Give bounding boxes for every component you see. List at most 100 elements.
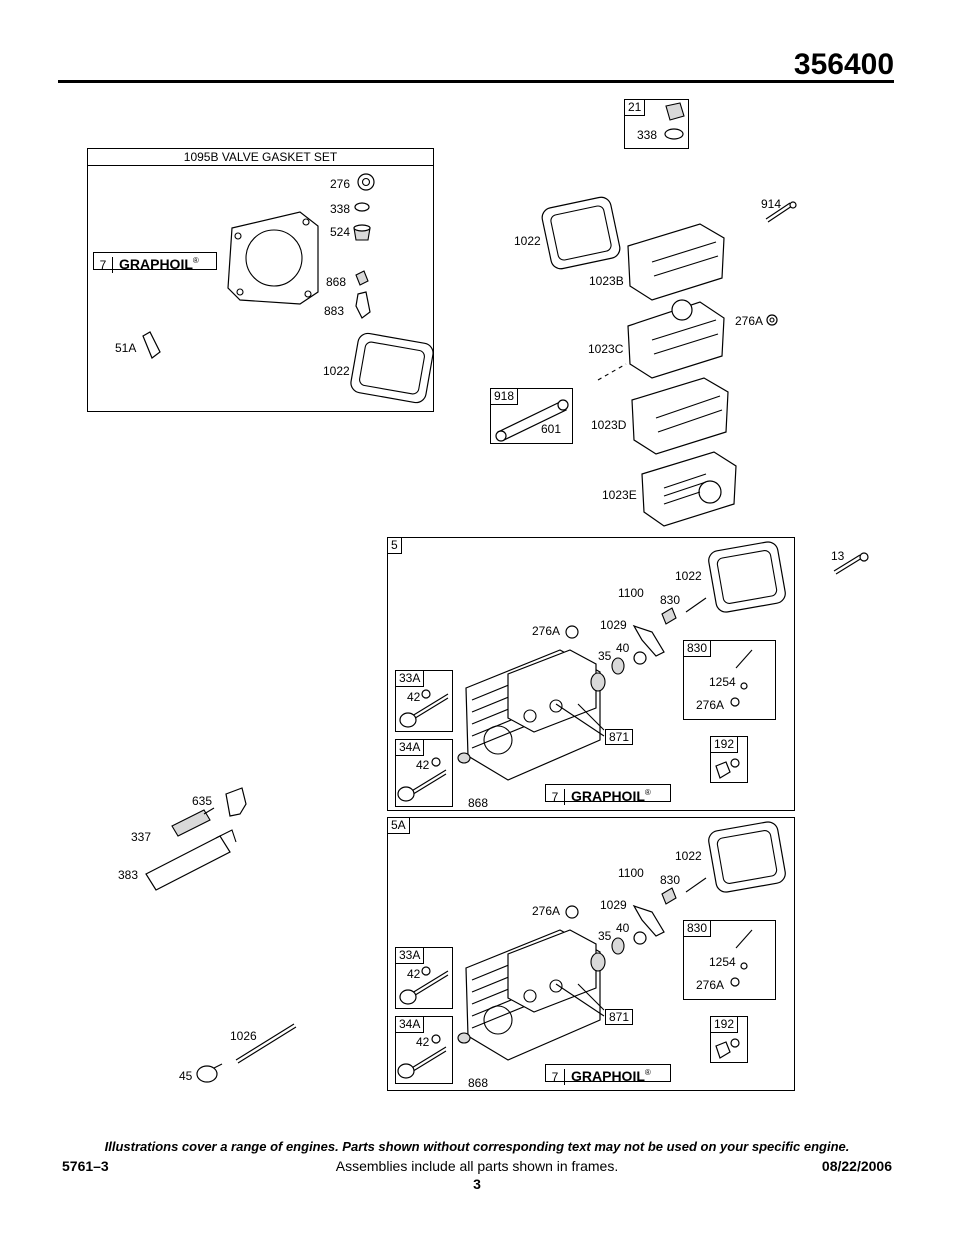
- header-rule: [58, 80, 894, 83]
- label-868: 868: [326, 275, 347, 289]
- nut-icon: [715, 761, 731, 779]
- valve-retainer-icon: [633, 651, 647, 665]
- a5-kit-34a-label: 42: [416, 758, 430, 772]
- a5-registered-mark: ®: [644, 788, 651, 797]
- a5a-kit-830: 830: [683, 920, 776, 1000]
- gasket-icon: [227, 211, 319, 305]
- registered-mark: ®: [192, 256, 199, 265]
- valve-cover-icon: [627, 223, 725, 301]
- a5a-kit-34a: 34A: [395, 1016, 453, 1084]
- valve-cover-icon: [627, 299, 725, 379]
- valve-cover-gasket-icon: [541, 196, 621, 270]
- a5-kit-830-1254: 1254: [709, 675, 736, 689]
- label-1022-loose: 1022: [514, 234, 541, 248]
- label-883: 883: [324, 304, 345, 318]
- valve-cover-icon: [631, 377, 729, 455]
- a5a-graphoil-number: 7: [546, 1068, 565, 1085]
- label-1023c: 1023C: [588, 342, 624, 356]
- label-276a-loose: 276A: [735, 314, 764, 328]
- doc-number: 5761–3: [62, 1158, 109, 1174]
- a5a-label-868: 868: [468, 1076, 489, 1090]
- valve-seal-icon: [355, 291, 371, 319]
- valve-icon: [409, 769, 447, 797]
- a5a-kit-33a-number: 33A: [396, 948, 425, 964]
- label-1026: 1026: [230, 1029, 257, 1043]
- spark-plug-boot-icon: [225, 787, 247, 817]
- a5-kit-33a: 33A: [395, 670, 453, 732]
- a5-kit-192: 192: [710, 736, 748, 783]
- assemblies-note: Assemblies include all parts shown in fr…: [335, 1158, 619, 1174]
- graphoil-text: GRAPHOIL: [119, 255, 193, 272]
- a5a-label-35: 35: [598, 929, 612, 943]
- a5a-kit-192: 192: [710, 1016, 748, 1063]
- spring-icon: [590, 952, 606, 972]
- label-914: 914: [761, 197, 782, 211]
- a5-kit-830-number: 830: [684, 641, 712, 657]
- washer-icon: [565, 625, 579, 639]
- label-276: 276: [330, 177, 351, 191]
- a5a-kit-33a: 33A: [395, 947, 453, 1009]
- label-338: 338: [330, 202, 351, 216]
- page-number: 3: [473, 1176, 481, 1192]
- label-338-kit21: 338: [637, 128, 658, 142]
- label-635: 635: [192, 794, 213, 808]
- a5-graphoil-text: GRAPHOIL: [571, 787, 645, 804]
- a5-label-276a: 276A: [532, 624, 561, 638]
- a5a-label-40: 40: [616, 921, 630, 935]
- spring-icon: [611, 657, 625, 675]
- a5a-label-276a: 276A: [532, 904, 561, 918]
- a5-label-868: 868: [468, 796, 489, 810]
- rocker-arm-icon: [632, 624, 665, 657]
- oil-fill-cap-icon: [664, 102, 685, 140]
- a5a-graphoil-label: 7 GRAPHOIL®: [545, 1064, 671, 1085]
- washer-icon: [565, 905, 579, 919]
- breather-tube-icon: [495, 399, 569, 442]
- nut-icon: [715, 1041, 731, 1059]
- cylinder-head-icon: [465, 649, 601, 781]
- leader-line: [555, 703, 605, 737]
- valve-retainer-icon: [633, 931, 647, 945]
- a5-kit-33a-label: 42: [407, 690, 421, 704]
- label-601: 601: [541, 422, 562, 436]
- a5a-graphoil-text: GRAPHOIL: [571, 1067, 645, 1084]
- a5-kit-33a-number: 33A: [396, 671, 425, 687]
- a5-kit-34a-number: 34A: [396, 740, 425, 756]
- valve-gasket-set-title: 1095B VALVE GASKET SET: [88, 149, 433, 166]
- label-1022: 1022: [323, 364, 350, 378]
- valve-cover-gasket-icon: [708, 541, 786, 613]
- bolt-icon: [765, 202, 793, 223]
- valve-icon: [411, 693, 449, 721]
- screw-icon: [355, 270, 369, 286]
- rocker-arm-icon: [632, 904, 665, 937]
- rocker-stud-icon: [685, 597, 707, 613]
- label-45: 45: [179, 1069, 193, 1083]
- cylinder-head-icon: [465, 929, 601, 1061]
- spark-plug-wrench-icon: [145, 829, 237, 891]
- graphoil-number: 7: [94, 256, 113, 273]
- cover-gasket-icon: [350, 332, 434, 404]
- label-51a: 51A: [115, 341, 137, 355]
- a5a-kit-830-number: 830: [684, 921, 712, 937]
- assembly-5a-number: 5A: [388, 818, 410, 834]
- assembly-5-number: 5: [388, 538, 402, 554]
- label-1023b: 1023B: [589, 274, 624, 288]
- doc-date: 08/22/2006: [821, 1158, 892, 1174]
- a5a-label-830: 830: [660, 873, 681, 887]
- kit-21-number: 21: [625, 100, 646, 116]
- push-rod-icon: [235, 1023, 297, 1064]
- a5-label-35: 35: [598, 649, 612, 663]
- spring-icon: [611, 937, 625, 955]
- valve-seal-icon: [457, 752, 471, 764]
- rocker-stud-icon: [685, 877, 707, 893]
- a5a-label-871: 871: [605, 1009, 634, 1025]
- kit-918-number: 918: [491, 389, 519, 405]
- a5a-registered-mark: ®: [644, 1068, 651, 1077]
- footer-disclaimer: Illustrations cover a range of engines. …: [104, 1139, 850, 1154]
- breather-gasket-icon: [142, 331, 161, 359]
- leader-line: [555, 983, 605, 1017]
- label-383: 383: [118, 868, 139, 882]
- label-524: 524: [330, 225, 351, 239]
- rocker-stud-icon: [735, 929, 753, 949]
- a5a-kit-192-number: 192: [711, 1017, 739, 1033]
- label-1023e: 1023E: [602, 488, 637, 502]
